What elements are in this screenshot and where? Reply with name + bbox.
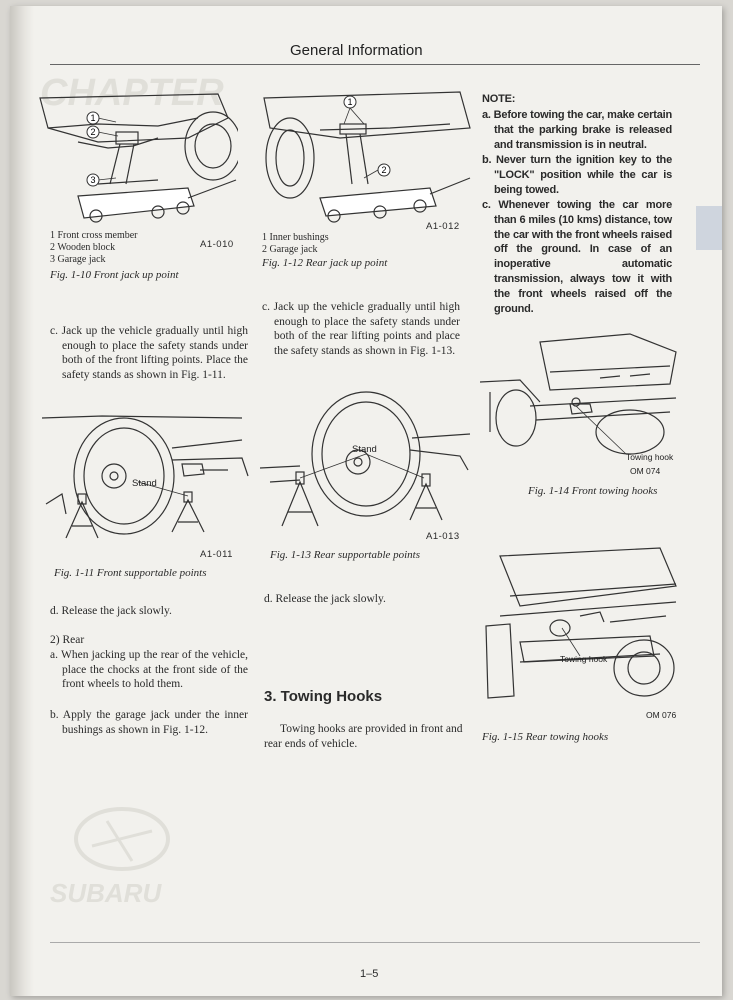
fig-1-14-caption: Fig. 1-14 Front towing hooks	[528, 485, 658, 497]
note-item-b: b. Never turn the ignition key to the "L…	[482, 154, 672, 196]
binding-spine	[10, 6, 34, 996]
front-step-c: c. Jack up the vehicle gradually until h…	[50, 325, 248, 381]
note-item-c: c. Whenever towing the car more than 6 m…	[482, 199, 672, 315]
fig-1-10-code: A1-010	[200, 239, 234, 250]
front-step-d: d. Release the jack slowly.	[50, 605, 172, 617]
fig-1-13-stand-label: Stand	[352, 444, 377, 455]
rear-step-c: c. Jack up the vehicle gradually until h…	[262, 301, 460, 357]
fig-1-13-caption: Fig. 1-13 Rear supportable points	[270, 549, 421, 561]
section-heading-towing-hooks: 3. Towing Hooks	[264, 688, 383, 705]
fig-1-13-code: A1-013	[426, 531, 460, 542]
rear-step-d: d. Release the jack slowly.	[264, 593, 386, 605]
fig-1-11-stand-label: Stand	[132, 478, 157, 489]
rear-heading: 2) Rear	[50, 634, 85, 646]
towing-hooks-text: Towing hooks are provided in front and r…	[264, 723, 463, 750]
fig-1-12-caption: Fig. 1-12 Rear jack up point	[262, 257, 388, 269]
fig-1-12-illustration: 1 2	[263, 91, 471, 223]
legend-item: 2 Wooden block	[50, 242, 116, 253]
fig-1-11-illustration: Stand	[42, 415, 249, 539]
fig-1-14-illustration: Towing hook OM 074	[480, 333, 677, 476]
fig-1-11-code: A1-011	[200, 549, 233, 560]
legend-item: 1 Inner bushings	[262, 232, 329, 243]
fig-1-12-code: A1-012	[426, 221, 460, 232]
fig-1-15-caption: Fig. 1-15 Rear towing hooks	[482, 731, 609, 743]
fig-1-14-code: OM 074	[630, 466, 661, 476]
fig-1-11-caption: Fig. 1-11 Front supportable points	[54, 567, 207, 579]
fig-1-14-hook-label: Towing hook	[626, 452, 674, 462]
page-number: 1–5	[360, 968, 379, 980]
fig-1-10-callout-1: 1	[90, 113, 95, 123]
fig-1-12-callout-2: 2	[381, 165, 386, 175]
section-tab	[696, 206, 722, 250]
fig-1-10-callout-3: 3	[90, 175, 95, 185]
fig-1-10-callout-2: 2	[90, 127, 95, 137]
fig-1-12-legend: 1 Inner bushings 2 Garage jack	[262, 232, 402, 256]
bleed-brand-watermark: SUBARU	[50, 878, 162, 908]
header-rule	[50, 64, 700, 65]
rear-step-a: a. When jacking up the rear of the vehic…	[50, 649, 248, 690]
fig-1-13-illustration: Stand	[260, 391, 471, 527]
fig-1-15-illustration: Towing hook OM 076	[485, 547, 677, 720]
bleed-logo-watermark	[74, 807, 170, 871]
legend-item: 3 Garage jack	[50, 254, 106, 265]
legend-item: 1 Front cross member	[50, 230, 138, 241]
page-header-title: General Information	[290, 42, 423, 59]
fig-1-10-legend: 1 Front cross member 2 Wooden block 3 Ga…	[50, 230, 190, 266]
manual-page: CHAPTER SUBARU General Information 1	[10, 6, 722, 996]
fig-1-12-callout-1: 1	[347, 97, 352, 107]
legend-item: 2 Garage jack	[262, 244, 318, 255]
rear-step-b: b. Apply the garage jack under the inner…	[50, 709, 248, 736]
footer-rule	[50, 942, 700, 943]
fig-1-15-code: OM 076	[646, 710, 677, 720]
fig-1-10-caption: Fig. 1-10 Front jack up point	[50, 269, 179, 281]
note-title: NOTE:	[482, 93, 516, 105]
note-item-a: a. Before towing the car, make certain t…	[482, 109, 672, 151]
fig-1-15-hook-label: Towing hook	[560, 654, 608, 664]
fig-1-10-illustration: 1 2 3	[39, 93, 238, 223]
